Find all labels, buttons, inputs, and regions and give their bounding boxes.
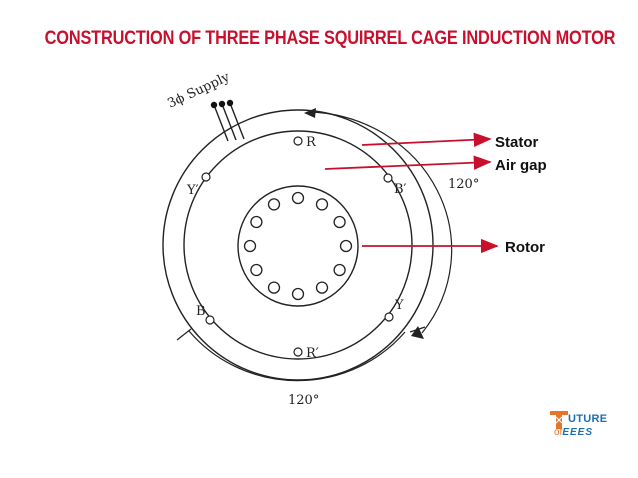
air-gap-label: Air gap <box>495 157 547 174</box>
stator-arrow <box>361 132 492 147</box>
rotor-circle <box>237 185 359 307</box>
logo-text-top: UTURE <box>568 413 608 425</box>
slide-title: CONSTRUCTION OF THREE PHASE SQUIRREL CAG… <box>44 28 616 49</box>
rotor-bar <box>267 198 281 211</box>
terminal-y <box>384 312 394 322</box>
air-gap-arrow <box>324 155 492 170</box>
rotor-bars <box>243 191 353 301</box>
arc-arrowhead-right <box>411 326 424 339</box>
label-y: Y <box>394 298 404 313</box>
angle-label-right: 120° <box>448 177 479 192</box>
supply-leads <box>210 99 245 142</box>
angle-arc-right <box>309 111 453 334</box>
rotor-bar <box>291 191 305 205</box>
stator-inner-circle <box>183 130 413 360</box>
terminal-b-prime <box>383 173 393 183</box>
rotor-bar <box>243 239 257 253</box>
terminal-r-prime <box>293 347 303 357</box>
rotor-bar <box>339 239 353 253</box>
stator-label: Stator <box>495 134 539 151</box>
terminal-r <box>293 136 303 146</box>
label-r: R <box>306 135 317 150</box>
logo-text-bottom: ofEEES <box>554 427 594 438</box>
rotor-bar <box>250 263 263 277</box>
label-y-prime: Y′ <box>186 183 199 198</box>
rotor-bar <box>250 215 263 229</box>
tower-icon <box>550 411 568 429</box>
rotor-bar <box>315 281 329 294</box>
rotor-bar <box>267 281 281 294</box>
rotor-bar <box>333 263 346 277</box>
angle-label-bottom: 120° <box>288 393 319 408</box>
label-b: B <box>196 304 206 319</box>
rotor-label: Rotor <box>505 239 545 256</box>
rotor-bar <box>315 198 329 211</box>
terminal-y-prime <box>201 172 211 182</box>
label-r-prime: R′ <box>306 346 319 361</box>
future-of-eees-logo: UTURE ofEEES <box>548 409 618 445</box>
label-b-prime: B′ <box>394 182 407 197</box>
rotor-bar <box>333 215 346 229</box>
rotor-bar <box>291 287 305 301</box>
stator-outer-circle <box>162 109 434 381</box>
arc-arrowhead-top <box>304 108 316 118</box>
terminal-b <box>205 315 215 325</box>
angle-arc-bottom <box>188 330 406 382</box>
stator-terminals <box>201 136 394 357</box>
